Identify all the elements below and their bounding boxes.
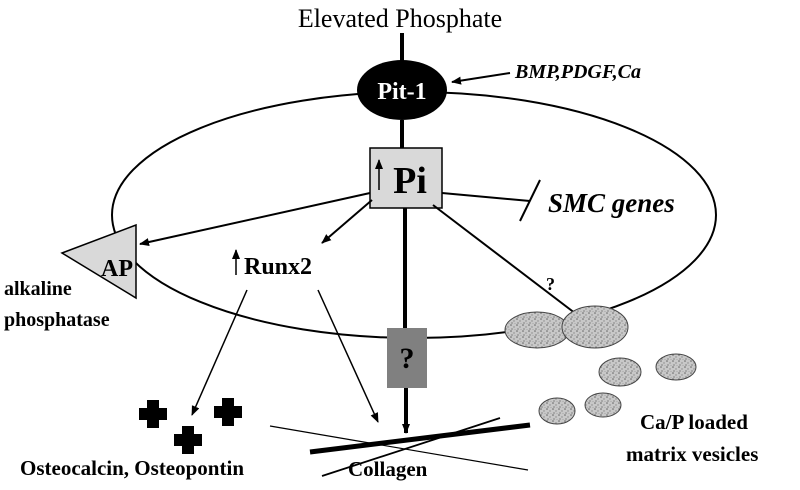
collagen-fiber	[309, 422, 531, 455]
smc-genes-label: SMC genes	[548, 188, 675, 218]
pi-to-vesicle-arrow	[432, 204, 585, 321]
pi-to-runx2-arrow	[321, 199, 373, 244]
matrix-vesicle	[598, 357, 642, 387]
matrix-vesicle	[561, 305, 629, 349]
pit1-label: Pit-1	[377, 79, 426, 105]
ap-name-line1: alkaline	[4, 278, 72, 300]
smc-inhibition-bar	[519, 179, 541, 222]
matrix-vesicle	[504, 311, 570, 349]
vesicle-label-line2: matrix vesicles	[626, 442, 758, 466]
title-text: Elevated Phosphate	[298, 4, 502, 33]
osteo-label: Osteocalcin, Osteopontin	[20, 456, 244, 480]
ap-triangle	[60, 223, 137, 300]
pi-box	[369, 147, 443, 209]
osteo-cross-icon	[174, 426, 202, 454]
ap-name-line2: phosphatase	[4, 309, 110, 331]
runx2-to-osteo-arrow	[191, 289, 248, 416]
matrix-vesicle	[584, 392, 622, 418]
pi-to-ap-arrow	[139, 192, 371, 246]
collagen-fiber	[269, 425, 529, 471]
unknown-box-label: ?	[400, 342, 415, 375]
osteo-cross-icon	[139, 400, 167, 428]
pi-label: Pi	[393, 160, 427, 202]
matrix-vesicle	[538, 397, 576, 425]
vesicle-question-label: ?	[546, 274, 555, 294]
smc-inhibition-line	[441, 192, 531, 202]
matrix-vesicle	[655, 353, 697, 381]
unknown-box	[387, 328, 427, 388]
stimuli-arrow	[451, 72, 511, 85]
runx2-to-collagen-arrow	[317, 289, 379, 423]
ap-label: AP	[101, 256, 133, 282]
osteo-cross-icon	[214, 398, 242, 426]
pit1-transporter	[357, 60, 447, 120]
collagen-label: Collagen	[348, 457, 428, 481]
vesicle-label-line1: Ca/P loaded	[640, 410, 748, 434]
runx2-label: Runx2	[244, 254, 312, 280]
stimuli-label: BMP,PDGF,Ca	[514, 61, 641, 83]
collagen-fiber	[321, 417, 501, 477]
